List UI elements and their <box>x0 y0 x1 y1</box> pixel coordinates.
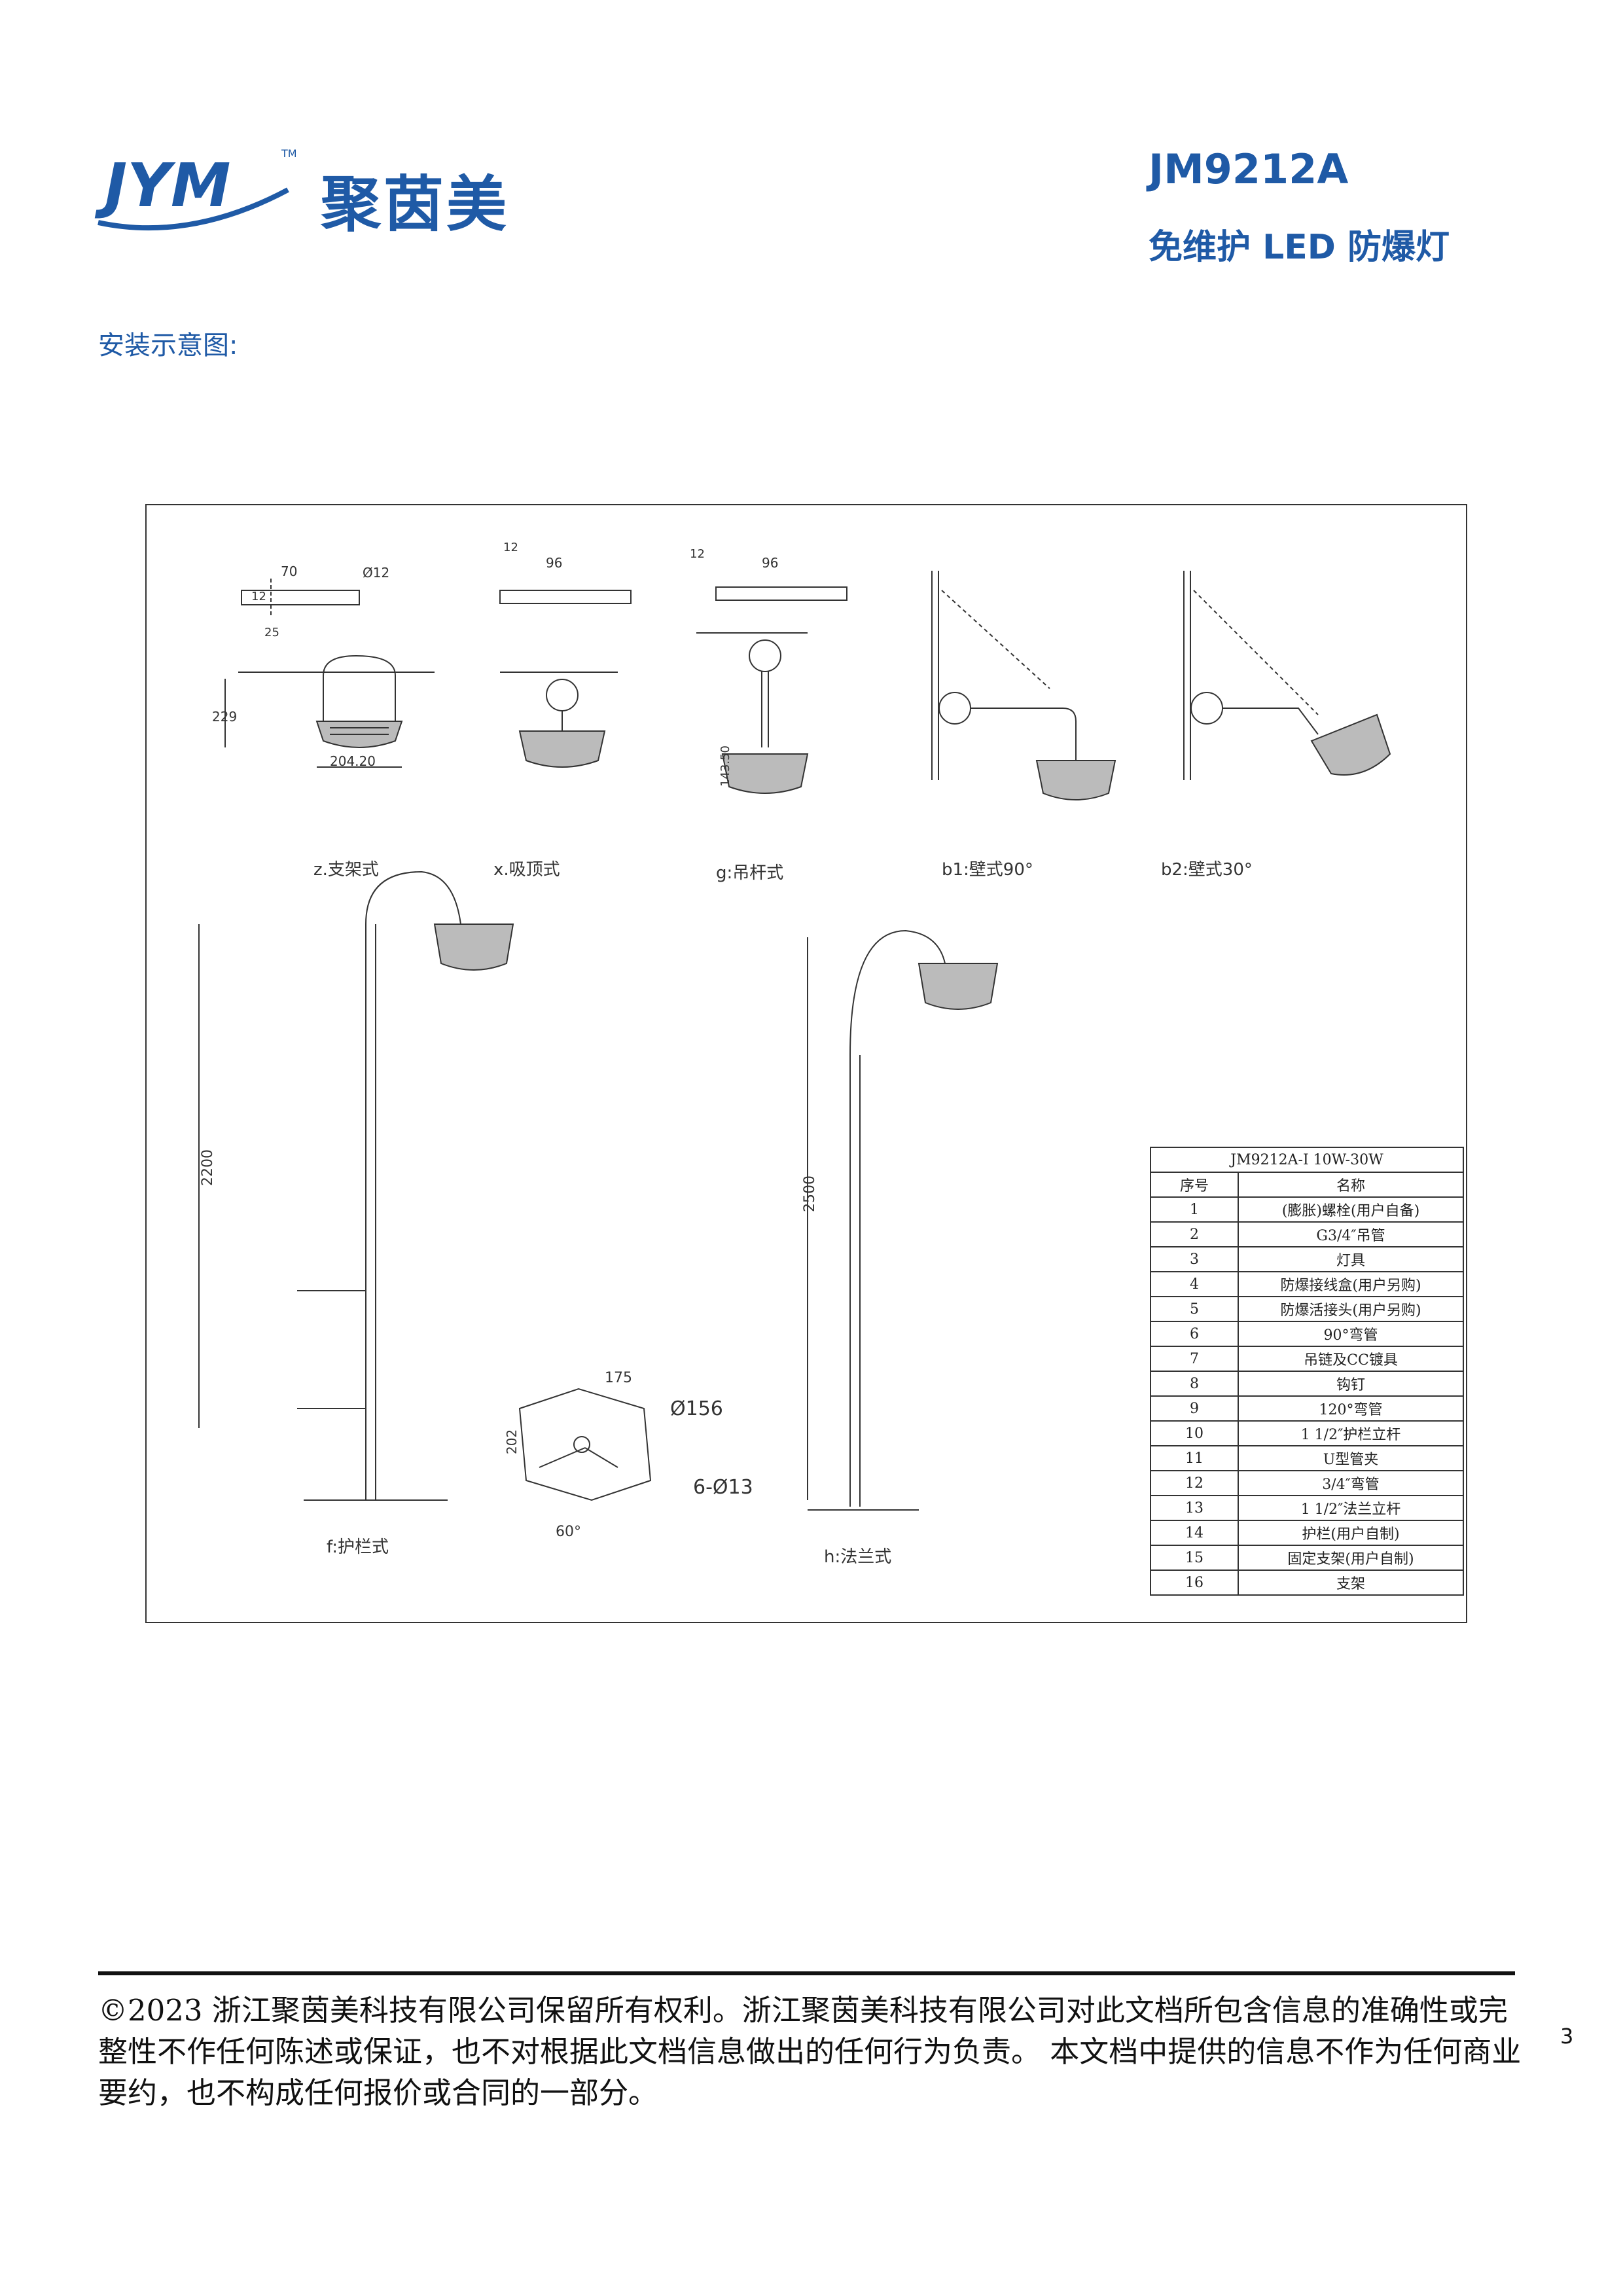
dim-2200: 2200 <box>200 1149 216 1186</box>
dim-202: 202 <box>504 1429 520 1454</box>
dim-143: 143.50 <box>719 745 732 787</box>
caption-b1: b1:壁式90° <box>942 860 1033 880</box>
diagram-h <box>807 929 999 1511</box>
dim-12-x: 12 <box>503 541 518 554</box>
part-index: 8 <box>1150 1371 1239 1397</box>
part-name: 灯具 <box>1238 1246 1464 1272</box>
caption-g: g:吊杆式 <box>716 863 783 883</box>
dim-25: 25 <box>264 626 279 639</box>
dim-156: Ø156 <box>670 1397 723 1420</box>
drawing-canvas: 70 Ø12 12 25 229 204.20 z.支架式 12 96 x.吸顶… <box>198 541 1391 1567</box>
part-index: 13 <box>1150 1495 1239 1521</box>
jym-logo-mark: JYM TM <box>94 147 297 231</box>
installation-drawing: 70 Ø12 12 25 229 204.20 z.支架式 12 96 x.吸顶… <box>145 504 1467 1623</box>
part-index: 6 <box>1150 1321 1239 1347</box>
diagram-z <box>224 579 435 768</box>
dim-2500: 2500 <box>802 1175 818 1212</box>
diagram-f <box>198 870 514 1501</box>
product-title: 免维护 LED 防爆灯 <box>1149 228 1450 267</box>
brand-name: 聚茵美 <box>321 170 510 240</box>
footer-divider <box>98 1971 1515 1975</box>
part-name: 防爆接线盒(用户另购) <box>1238 1271 1464 1297</box>
caption-f: f:护栏式 <box>327 1537 389 1557</box>
part-index: 11 <box>1150 1445 1239 1471</box>
col-header-index: 序号 <box>1150 1172 1239 1198</box>
section-title: 安装示意图: <box>98 331 238 361</box>
dim-204: 204.20 <box>330 753 376 769</box>
caption-x: x.吸顶式 <box>493 860 560 880</box>
diagram-flange-plate <box>518 1388 652 1501</box>
footer-copyright: ©2023 浙江聚茵美科技有限公司保留所有权利。浙江聚茵美科技有限公司对此文档所… <box>98 1993 1522 2110</box>
col-header-name: 名称 <box>1238 1172 1464 1198</box>
dim-12-g: 12 <box>690 547 705 561</box>
logo: JYM TM <box>92 144 314 236</box>
dim-6-13: 6-Ø13 <box>693 1476 753 1499</box>
part-name: (膨胀)螺栓(用户自备) <box>1238 1196 1464 1223</box>
part-name: 3/4″弯管 <box>1238 1470 1464 1496</box>
dim-12: 12 <box>251 590 266 603</box>
part-name: 支架 <box>1238 1570 1464 1596</box>
part-index: 1 <box>1150 1196 1239 1223</box>
diagram-b2 <box>1183 571 1391 780</box>
logo-tm: TM <box>281 147 297 160</box>
logo-letters: JYM <box>94 151 230 221</box>
part-name: 吊链及CC镀具 <box>1238 1346 1464 1372</box>
part-name: 防爆活接头(用户另购) <box>1238 1296 1464 1322</box>
page-number: 3 <box>1560 2024 1574 2049</box>
part-index: 15 <box>1150 1545 1239 1571</box>
part-name: 90°弯管 <box>1238 1321 1464 1347</box>
part-index: 3 <box>1150 1246 1239 1272</box>
part-index: 9 <box>1150 1395 1239 1422</box>
part-index: 12 <box>1150 1470 1239 1496</box>
dim-96-g: 96 <box>762 555 778 571</box>
part-name: 1 1/2″护栏立杆 <box>1238 1420 1464 1446</box>
part-name: U型管夹 <box>1238 1445 1464 1471</box>
part-index: 16 <box>1150 1570 1239 1596</box>
parts-table-title: JM9212A-I 10W-30W <box>1150 1147 1464 1173</box>
dim-60: 60° <box>556 1524 581 1540</box>
dim-175: 175 <box>605 1370 632 1386</box>
diagram-x <box>499 590 632 768</box>
part-index: 7 <box>1150 1346 1239 1372</box>
part-index: 10 <box>1150 1420 1239 1446</box>
caption-h: h:法兰式 <box>824 1547 891 1567</box>
dim-96-x: 96 <box>546 555 562 571</box>
part-name: 固定支架(用户自制) <box>1238 1545 1464 1571</box>
model-number: JM9212A <box>1149 145 1349 193</box>
diagram-g <box>696 586 847 794</box>
dim-70: 70 <box>281 564 297 579</box>
part-name: 1 1/2″法兰立杆 <box>1238 1495 1464 1521</box>
caption-b2: b2:壁式30° <box>1161 860 1253 880</box>
part-index: 5 <box>1150 1296 1239 1322</box>
part-name: 120°弯管 <box>1238 1395 1464 1422</box>
diagram-b1 <box>931 571 1116 800</box>
part-name: 护栏(用户自制) <box>1238 1520 1464 1546</box>
dim-12-dia: Ø12 <box>363 565 389 581</box>
part-index: 4 <box>1150 1271 1239 1297</box>
part-name: 钩钉 <box>1238 1371 1464 1397</box>
table-row: 1(膨胀)螺栓(用户自备) <box>1150 1196 1464 1223</box>
dim-229: 229 <box>212 709 237 725</box>
part-index: 14 <box>1150 1520 1239 1546</box>
part-index: 2 <box>1150 1221 1239 1247</box>
caption-z: z.支架式 <box>313 860 379 880</box>
part-name: G3/4″吊管 <box>1238 1221 1464 1247</box>
